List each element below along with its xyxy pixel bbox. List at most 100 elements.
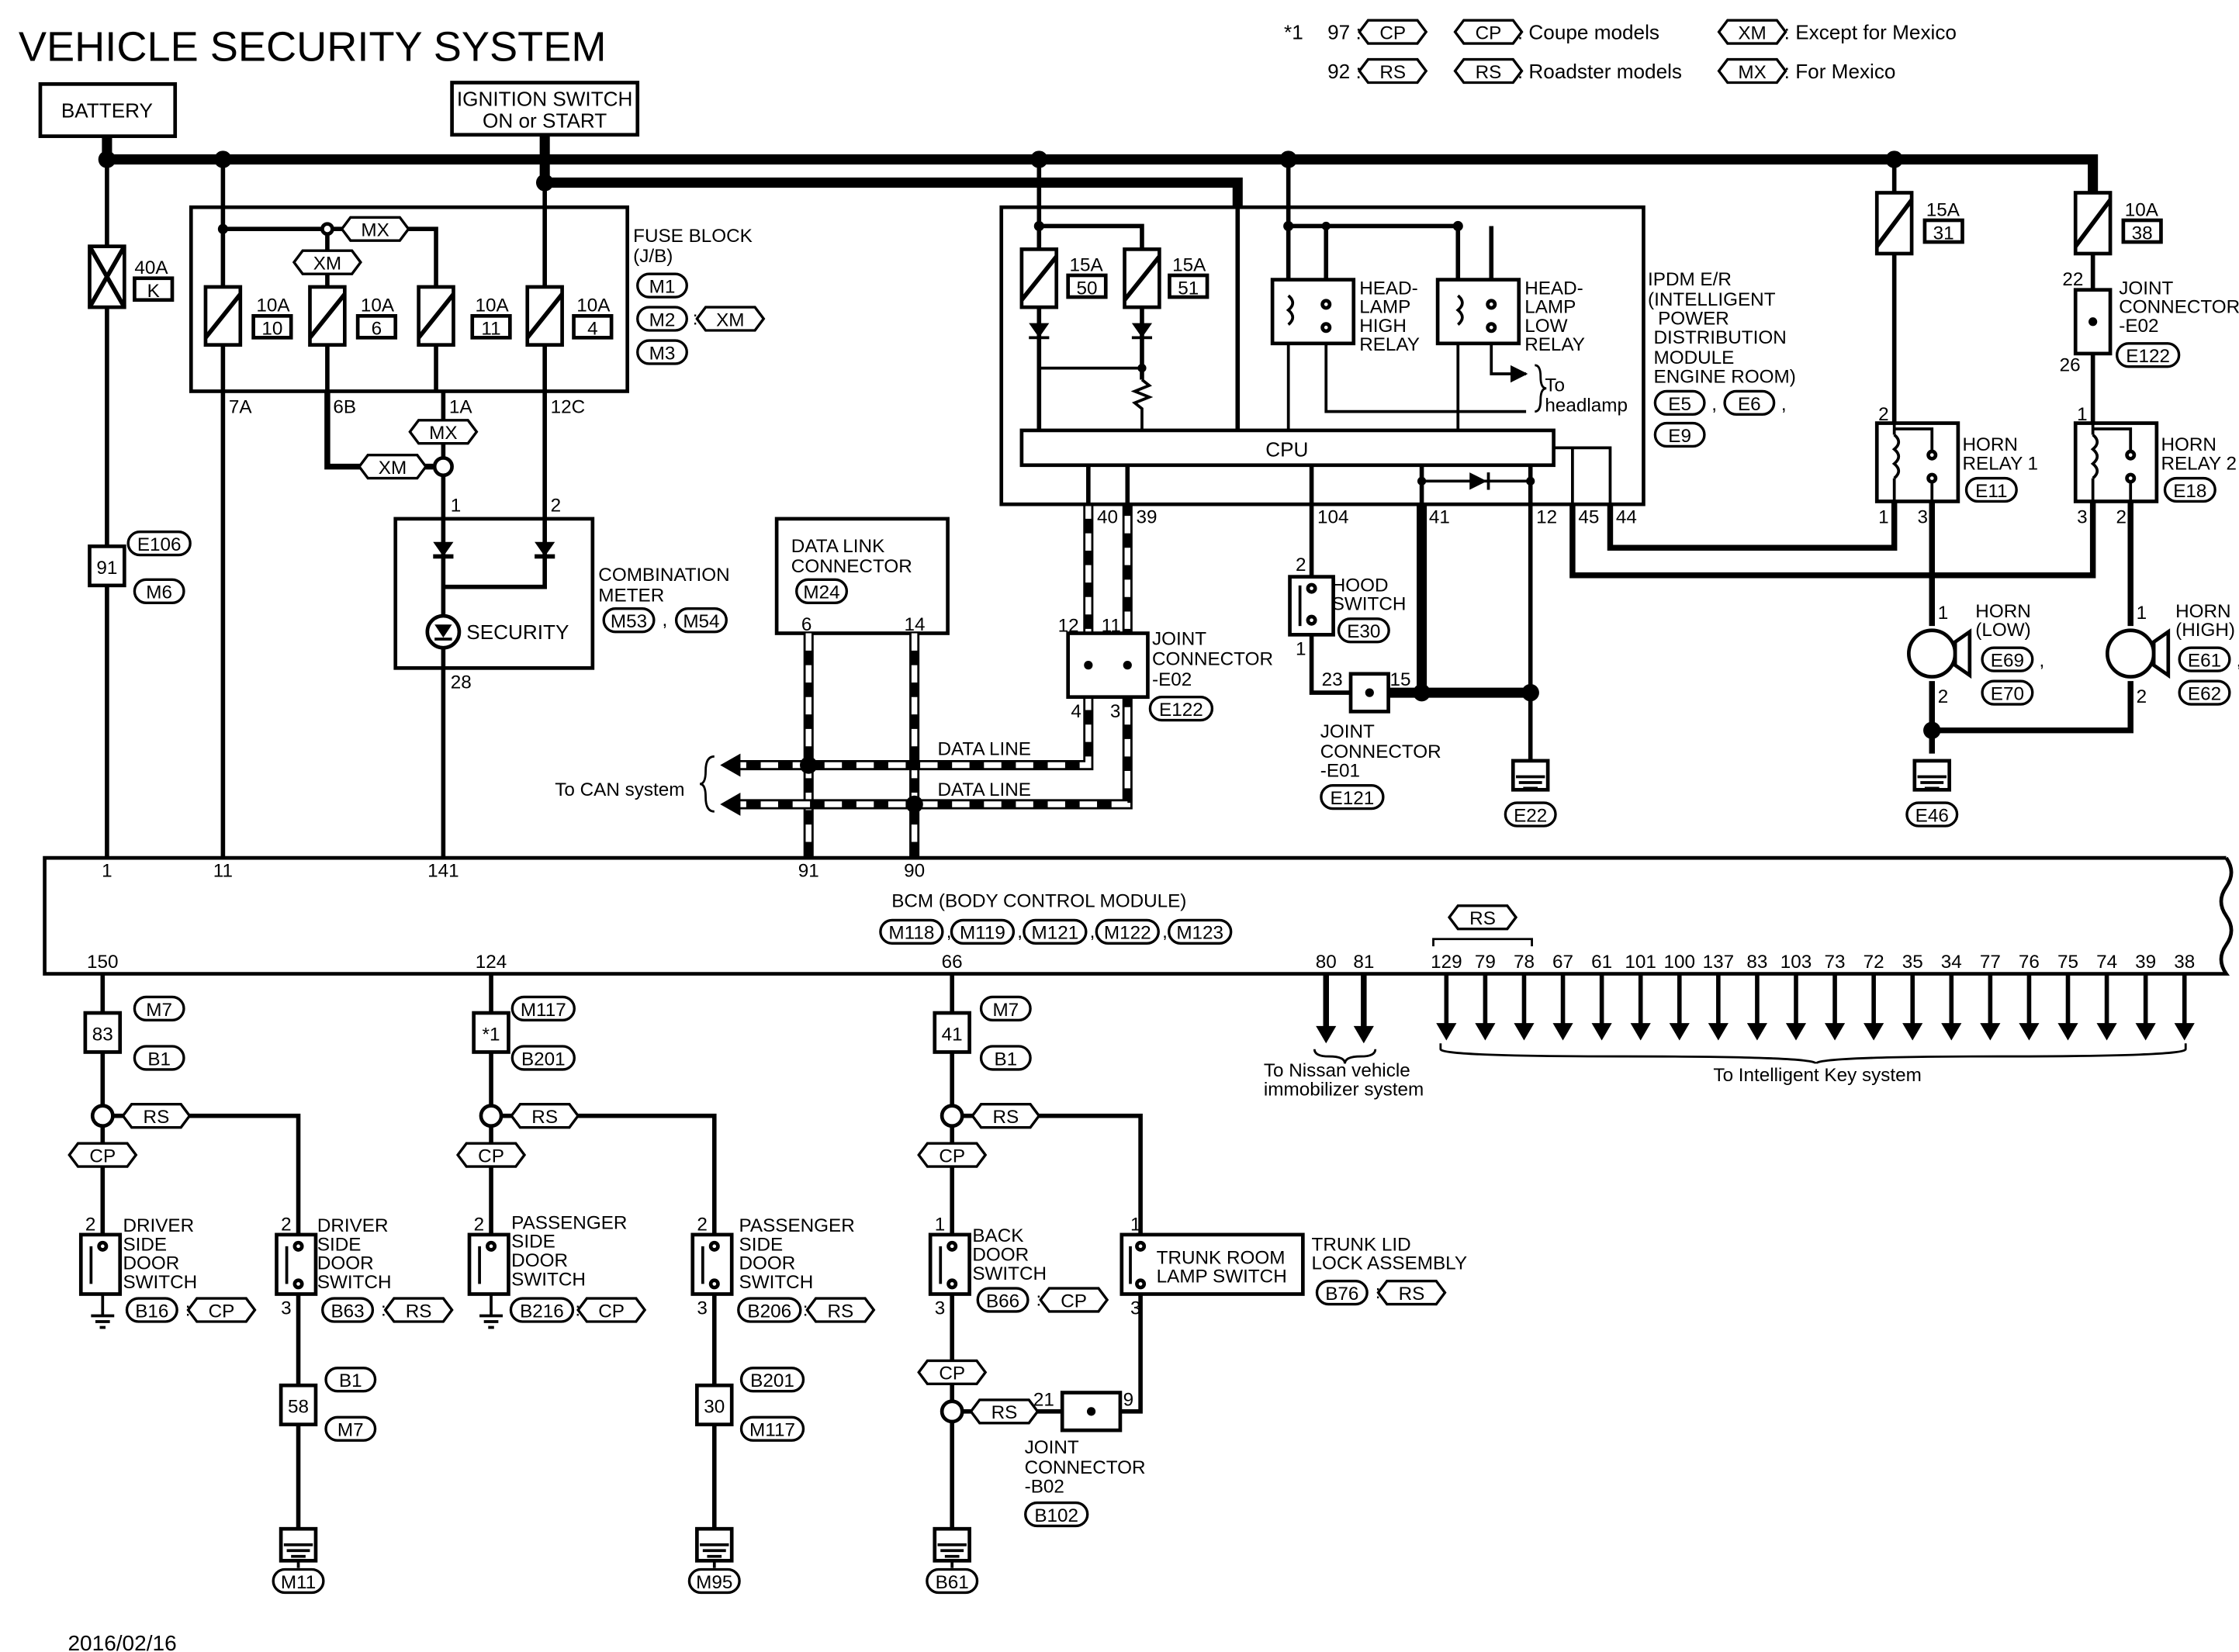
svg-text:2: 2 (85, 1214, 96, 1235)
svg-text:DOOR: DOOR (972, 1245, 1029, 1266)
bcm-key-pin-arrow (2096, 1023, 2117, 1041)
connector-id-badge: M24 (795, 578, 849, 604)
svg-text:1: 1 (1938, 603, 1949, 624)
bcm-key-pin-label: 137 (1703, 952, 1735, 973)
driver-door-switch-cp: 2 DRIVER SIDE DOOR SWITCH B16 : CP (78, 1214, 257, 1329)
svg-text:2: 2 (2137, 686, 2147, 707)
svg-text:CONNECTOR: CONNECTOR (791, 556, 912, 577)
svg-text:E122: E122 (2126, 346, 2170, 367)
svg-text:M1: M1 (649, 276, 676, 297)
svg-text:DOOR: DOOR (511, 1250, 568, 1271)
connector-id-badge: M53 (602, 607, 656, 634)
svg-text:CONNECTOR: CONNECTOR (2119, 297, 2239, 318)
svg-text:BCM (BODY CONTROL MODULE): BCM (BODY CONTROL MODULE) (891, 891, 1186, 912)
combination-meter: 1 2 SECURITY 28 COMBINATION METER M53 , … (393, 496, 730, 693)
horn-relay-1: 2 1 3 HORN RELAY 1 E11 (1874, 404, 2038, 528)
svg-text:E11: E11 (1975, 481, 2007, 502)
svg-text:3: 3 (1110, 701, 1121, 722)
svg-text:MX: MX (1738, 62, 1766, 83)
connector-id-badge: E11 (1964, 476, 2018, 503)
ignition-switch: IGNITION SWITCH ON or START (450, 81, 640, 137)
svg-text:DATA LINE: DATA LINE (938, 779, 1031, 800)
svg-text:1A: 1A (449, 397, 472, 418)
svg-text:80: 80 (1316, 952, 1337, 973)
connector-id-badge: M2 (636, 306, 688, 332)
svg-text:4: 4 (1071, 701, 1081, 722)
svg-text:CP: CP (598, 1301, 625, 1322)
svg-text:40A: 40A (134, 257, 168, 278)
bcm-key-pin-label: 34 (1941, 952, 1962, 973)
svg-text:1: 1 (102, 860, 112, 881)
model-tag: CP (67, 1142, 138, 1168)
svg-text:12: 12 (1058, 616, 1079, 637)
svg-text:COMBINATION: COMBINATION (598, 565, 729, 586)
svg-text:E46: E46 (1915, 805, 1949, 826)
svg-text:15: 15 (1389, 669, 1410, 690)
svg-text:40: 40 (1097, 507, 1118, 528)
svg-text:XM: XM (716, 309, 744, 330)
joint-connector-91: 91 E106 M6 (88, 531, 192, 604)
connector-id-badge: B201 (739, 1367, 805, 1393)
svg-text:MX: MX (361, 220, 389, 241)
svg-text:4: 4 (587, 319, 597, 340)
svg-text:M7: M7 (992, 1000, 1019, 1021)
connector-id-badge: E9 (1653, 421, 1706, 448)
ground-m11: M11 (272, 1526, 325, 1595)
model-tag: RS (121, 1103, 192, 1129)
connector-id-badge: M3 (636, 339, 688, 365)
connector-id-badge: E122 (2115, 342, 2181, 368)
svg-text:B61: B61 (936, 1572, 969, 1593)
svg-text:10A: 10A (576, 295, 611, 316)
legend-xm-tag: XM (1717, 19, 1787, 45)
svg-text:,: , (2237, 650, 2239, 671)
svg-text:6: 6 (801, 614, 812, 635)
svg-text:1: 1 (1878, 507, 1889, 528)
legend-mx-tag: MX (1717, 57, 1787, 85)
svg-text:CP: CP (1061, 1291, 1087, 1312)
bcm-key-pin-arrow (1475, 1023, 1496, 1041)
svg-text:SWITCH: SWITCH (972, 1263, 1047, 1284)
svg-text:(J/B): (J/B) (633, 246, 673, 267)
svg-text:(LOW): (LOW) (1975, 620, 2030, 641)
svg-text:XM: XM (1738, 22, 1766, 43)
svg-text:1: 1 (1130, 1214, 1141, 1235)
joint-connector-b02: 21 9 JOINT CONNECTOR -B02 B102 (1024, 1389, 1146, 1528)
joint-connector-e02: 12 11 4 3 JOINT CONNECTOR -E02 E122 (1058, 616, 1273, 722)
battery-bus (102, 136, 2099, 193)
svg-text:M3: M3 (649, 343, 676, 364)
model-tag: RS (510, 1103, 580, 1129)
connector-id-badge: E62 (2178, 679, 2231, 706)
svg-text:LAMP SWITCH: LAMP SWITCH (1157, 1267, 1287, 1287)
diagram-date: 2016/02/16 (67, 1631, 176, 1652)
svg-text:M53: M53 (611, 611, 647, 632)
model-tag: CP (917, 1359, 988, 1386)
svg-text:21: 21 (1033, 1389, 1054, 1410)
svg-text:2: 2 (1296, 555, 1306, 575)
svg-text:DRIVER: DRIVER (317, 1215, 389, 1236)
bcm-key-pin-arrow (1436, 1023, 1457, 1041)
ground-m95: M95 (687, 1526, 741, 1595)
svg-text:BATTERY: BATTERY (61, 98, 153, 122)
svg-text:MODULE: MODULE (1654, 347, 1735, 368)
joint-connector-e02-horn: 22 26 JOINT CONNECTOR -E02 E122 (2060, 269, 2239, 375)
svg-text:B201: B201 (750, 1370, 794, 1391)
svg-text:-E01: -E01 (1320, 760, 1360, 781)
svg-text:METER: METER (598, 585, 664, 606)
svg-text:BACK: BACK (972, 1225, 1023, 1246)
model-tag: RS (383, 1297, 454, 1323)
bcm-key-pin-label: 75 (2057, 952, 2078, 973)
svg-text:B76: B76 (1325, 1284, 1358, 1305)
page-title: VEHICLE SECURITY SYSTEM (19, 23, 607, 70)
legend-rs-tag-2: RS (1453, 57, 1524, 85)
svg-text:SWITCH: SWITCH (317, 1272, 392, 1293)
svg-text:1: 1 (451, 496, 462, 517)
model-tag: RS (805, 1297, 876, 1323)
legend-coupe-number: 97 : (1327, 20, 1362, 43)
data-link-connector: DATA LINK CONNECTOR M24 6 14 (774, 517, 950, 635)
bcm-key-pin-label: 76 (2019, 952, 2040, 973)
fuse-10a-38: 10A 38 (2073, 191, 2163, 256)
svg-text:15A: 15A (1172, 254, 1206, 275)
connector-id-badge: E69 (1981, 646, 2034, 672)
connector-id-badge: B102 (1024, 1501, 1089, 1528)
